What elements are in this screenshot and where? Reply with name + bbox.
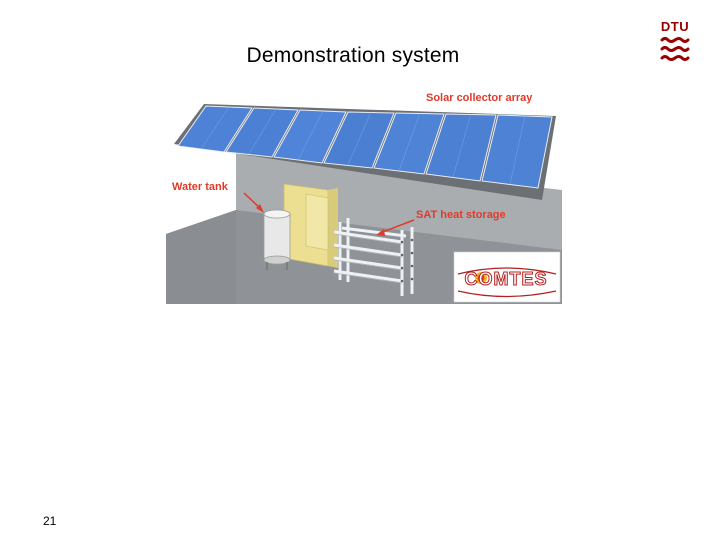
sat-heat-storage [333, 218, 414, 296]
demonstration-system-illustration: COMTES Solar collector array Water tank … [166, 82, 562, 304]
dtu-logo-text: DTU [661, 19, 689, 34]
water-tank [263, 209, 291, 270]
comtes-logo-text: COMTES [464, 269, 547, 289]
label-sat-heat-storage: SAT heat storage [416, 209, 506, 221]
sat-heat-storage-arrow [379, 219, 415, 234]
label-solar-collector-array: Solar collector array [426, 92, 533, 104]
slide-title: Demonstration system [246, 44, 460, 67]
comtes-logo: COMTES [453, 251, 561, 303]
label-water-tank: Water tank [172, 181, 229, 193]
page-number: 21 [43, 514, 57, 528]
dtu-logo: DTU [660, 19, 690, 61]
